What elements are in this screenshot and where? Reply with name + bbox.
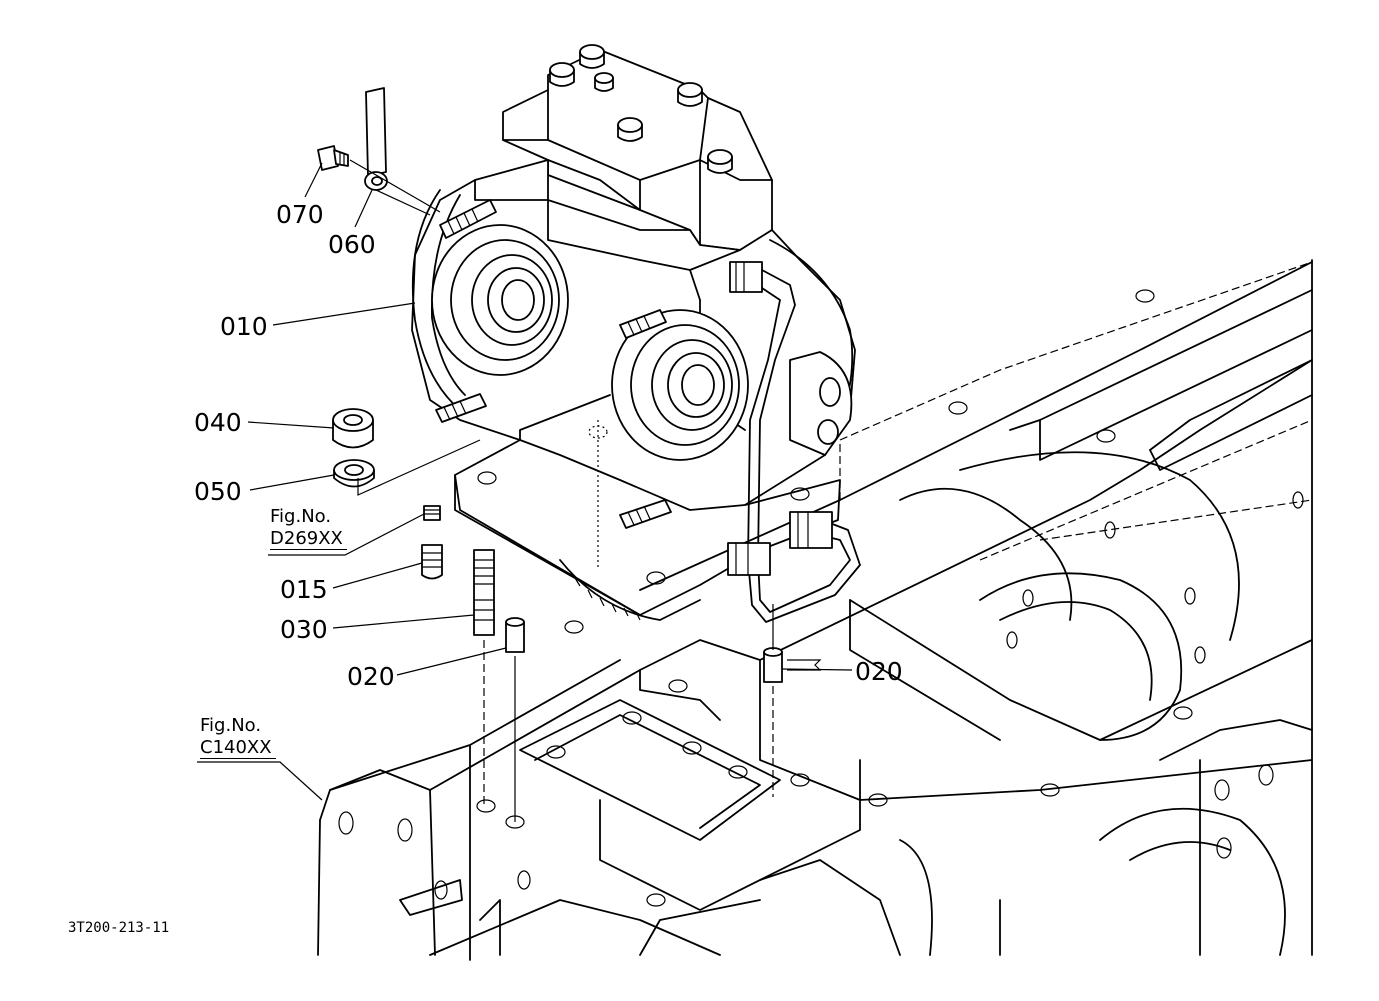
- assembly-lines: [349, 159, 822, 822]
- callout-010: 010: [220, 312, 268, 341]
- part-020-dowel-right: [763, 647, 783, 683]
- callout-020-left: 020: [347, 662, 395, 691]
- spring-pin: [423, 505, 441, 521]
- callout-020-right: 020: [855, 657, 903, 686]
- leader-lines: [197, 162, 853, 801]
- part-050-washer: [333, 459, 375, 488]
- part-015-plug: [421, 544, 443, 580]
- callout-040: 040: [194, 408, 242, 437]
- callout-050: 050: [194, 477, 242, 506]
- case-bolt-holes: [338, 289, 1304, 907]
- figure-ref-prefix: Fig.No.: [200, 715, 262, 736]
- pump-studs: [435, 199, 672, 529]
- callout-070: 070: [276, 200, 324, 229]
- figure-ref-c140[interactable]: Fig.No. C140XX: [200, 715, 276, 760]
- callout-030: 030: [280, 615, 328, 644]
- part-040-nut: [332, 408, 374, 449]
- hydraulic-pipe: [727, 261, 861, 623]
- callout-060: 060: [328, 230, 376, 259]
- part-020-dowel-left: [505, 617, 525, 653]
- cover-bolts: [549, 44, 733, 174]
- figure-ref-code: D269XX: [270, 528, 347, 551]
- figure-ref-d269[interactable]: Fig.No. D269XX: [270, 506, 347, 551]
- part-070-bolt: [317, 145, 349, 171]
- part-030-stud: [473, 549, 495, 636]
- figure-ref-prefix: Fig.No.: [270, 506, 332, 527]
- callout-015: 015: [280, 575, 328, 604]
- figure-ref-code: C140XX: [200, 737, 276, 760]
- drawing-number: 3T200-213-11: [68, 920, 170, 936]
- transmission-case: [317, 259, 1313, 961]
